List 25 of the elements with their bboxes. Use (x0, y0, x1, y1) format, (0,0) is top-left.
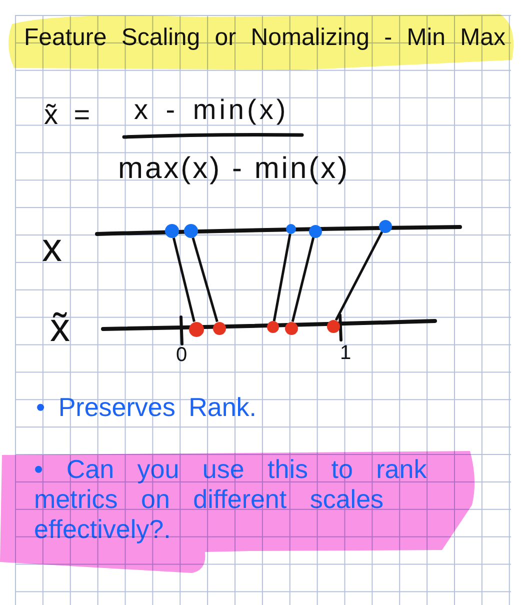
data-point (284, 322, 298, 334)
bullet-note: • Preserves Rank. (36, 393, 257, 422)
data-point (326, 320, 340, 332)
tick-label: 1 (340, 342, 352, 364)
axis-label: x (42, 226, 62, 270)
data-point (212, 322, 226, 334)
bullet-note: • Can you use this to rank metrics on different scales effectively?. (34, 454, 428, 544)
formula-denominator: max(x) - min(x) (118, 152, 350, 185)
mapping-line (172, 238, 196, 322)
formula-text: x̃ = (44, 100, 90, 131)
title: Feature Scaling or Nomalizing - Min Max (24, 25, 506, 52)
data-point (165, 224, 179, 238)
data-point (308, 224, 322, 238)
data-point (286, 224, 296, 234)
mapping-line (272, 234, 292, 322)
tick-label: 0 (176, 344, 188, 366)
axis-label: x̃ (50, 306, 70, 350)
data-point (184, 224, 198, 238)
mapping-line (291, 237, 315, 322)
mapping-line (334, 231, 384, 321)
formula-numerator: x - min(x) (134, 95, 289, 126)
data-point (378, 220, 392, 232)
data-point (188, 322, 204, 336)
mapping-line (192, 237, 218, 322)
data-point (267, 321, 279, 333)
